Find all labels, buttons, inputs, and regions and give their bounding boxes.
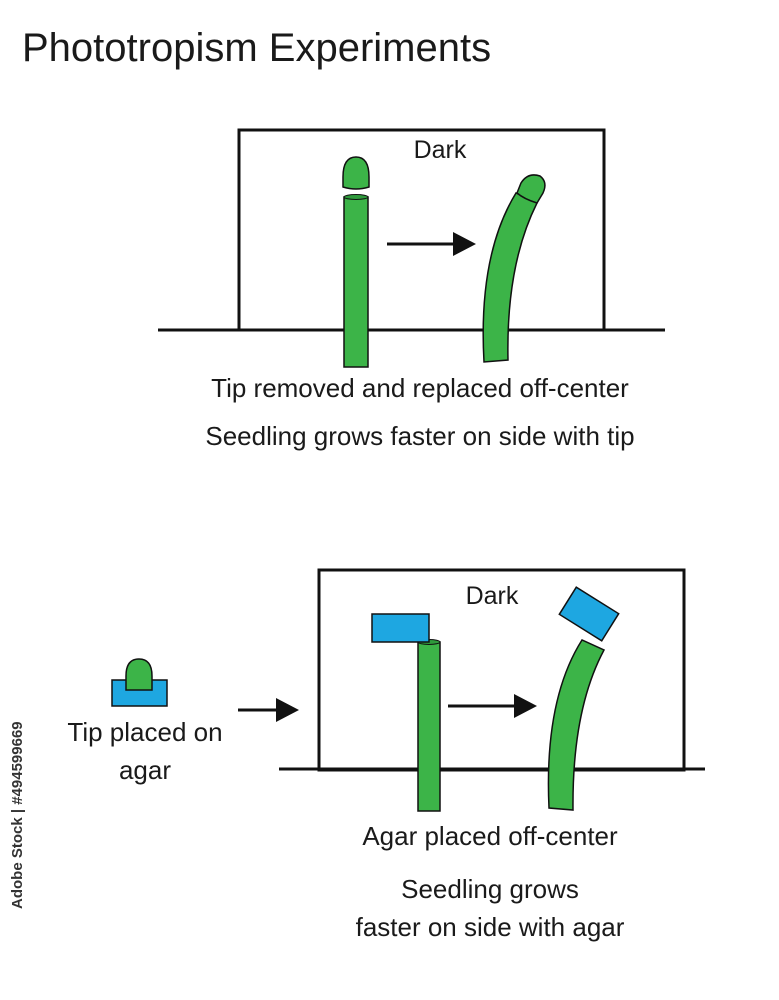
caption-2-line-2: Seedling grows [401, 874, 579, 904]
seedling-stem-straight-2 [417, 641, 441, 812]
left-caption-line-2: agar [118, 755, 172, 785]
arrow-3 [448, 694, 537, 718]
agar-block-tilted [558, 586, 620, 642]
dark-box-2 [317, 568, 686, 772]
agar-block-off-center [371, 613, 430, 643]
diagram-title: Phototropism Experiments [22, 26, 492, 70]
dark-label-1: Dark [413, 136, 467, 164]
seedling-stem-top-ellipse [343, 194, 369, 200]
caption-2-line-1: Agar placed off-center [362, 821, 618, 851]
experiment-2 [111, 568, 705, 812]
caption-1-line-1: Tip removed and replaced off-center [211, 373, 629, 403]
experiment-1 [158, 128, 665, 368]
replaced-tip-off-center [516, 174, 546, 204]
caption-2-line-3: faster on side with agar [355, 912, 625, 942]
dark-label-2: Dark [465, 582, 519, 610]
dark-box-1 [237, 128, 606, 332]
seedling-stem-straight [343, 196, 369, 368]
caption-1-line-2: Seedling grows faster on side with tip [205, 421, 635, 451]
stock-watermark-id: Adobe Stock | #494599669 [9, 721, 26, 909]
tip-on-agar [125, 658, 153, 691]
left-caption-line-1: Tip placed on [67, 717, 223, 747]
seedling-stem-curved-2 [547, 639, 606, 811]
arrow-2 [238, 698, 299, 722]
removed-tip [342, 156, 370, 190]
arrow-1 [387, 232, 476, 256]
